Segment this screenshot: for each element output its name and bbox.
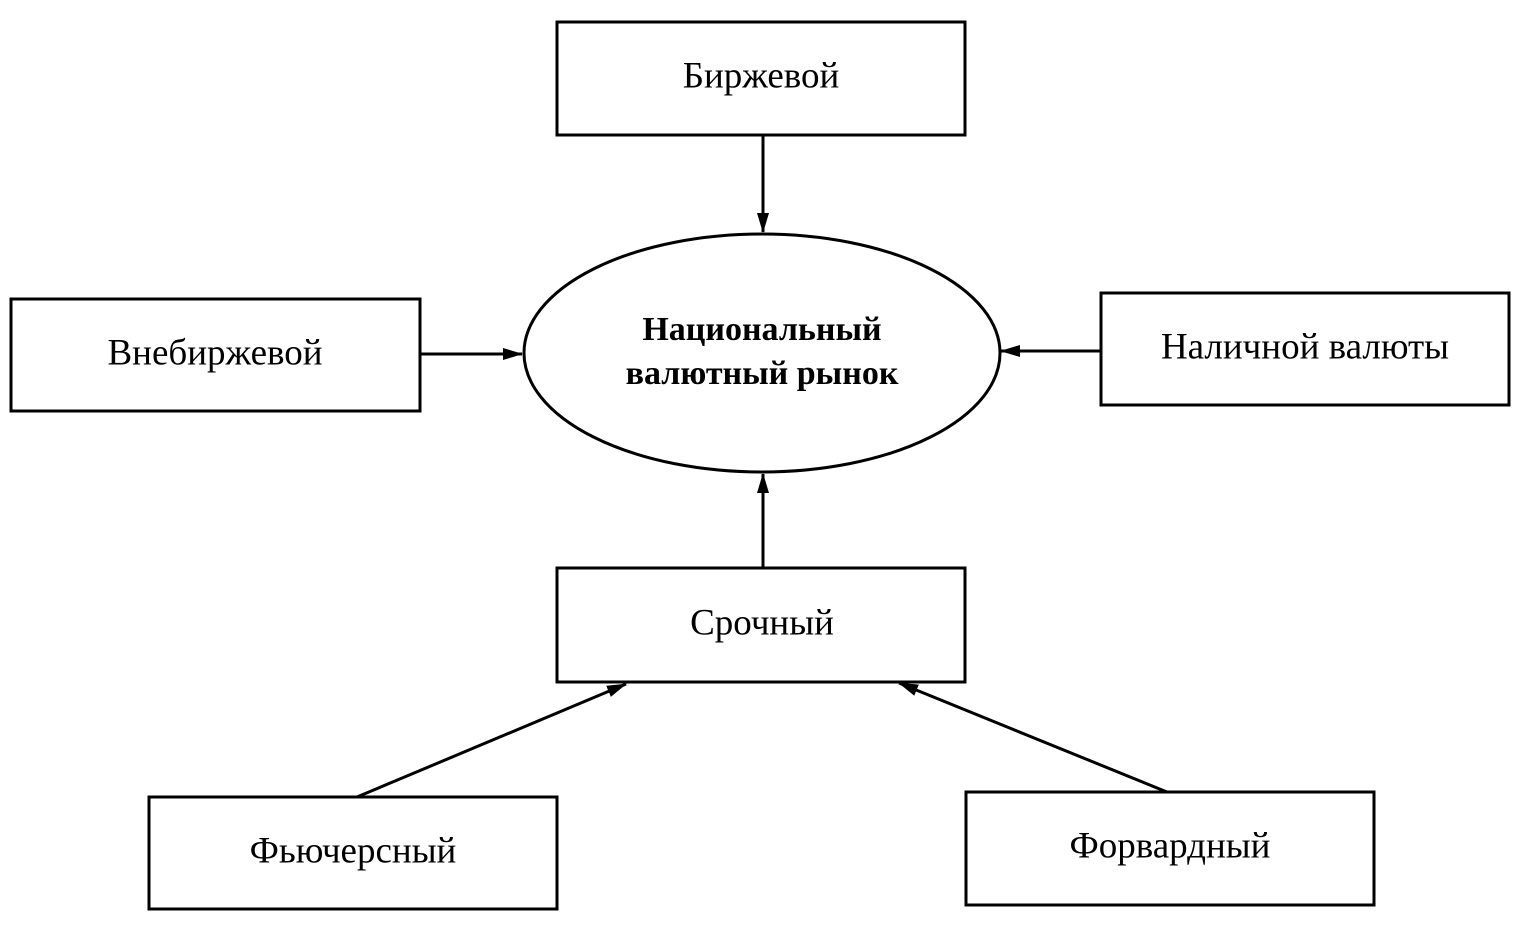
node-futures-label: Фьючерсный (250, 830, 457, 871)
node-futures: Фьючерсный (147, 795, 559, 911)
node-cash-label: Наличной валюты (1161, 326, 1449, 367)
arrow-forward-to-term (898, 681, 1168, 794)
node-exchange-label: Биржевой (683, 55, 840, 96)
center-label-line2: валютный рынок (626, 355, 899, 392)
center-label-line1: Национальный (642, 311, 881, 348)
node-otc-label: Внебиржевой (107, 332, 322, 373)
node-exchange: Биржевой (555, 20, 967, 137)
arrow-futures-to-term (356, 682, 627, 799)
node-forward: Форвардный (964, 790, 1376, 907)
node-otc: Внебиржевой (9, 297, 422, 413)
node-forward-label: Форвардный (1070, 825, 1271, 866)
node-cash: Наличной валюты (1099, 291, 1511, 407)
node-term: Срочный (555, 566, 967, 684)
node-term-label: Срочный (690, 602, 834, 643)
center-node: Национальный валютный рынок (522, 232, 1002, 474)
